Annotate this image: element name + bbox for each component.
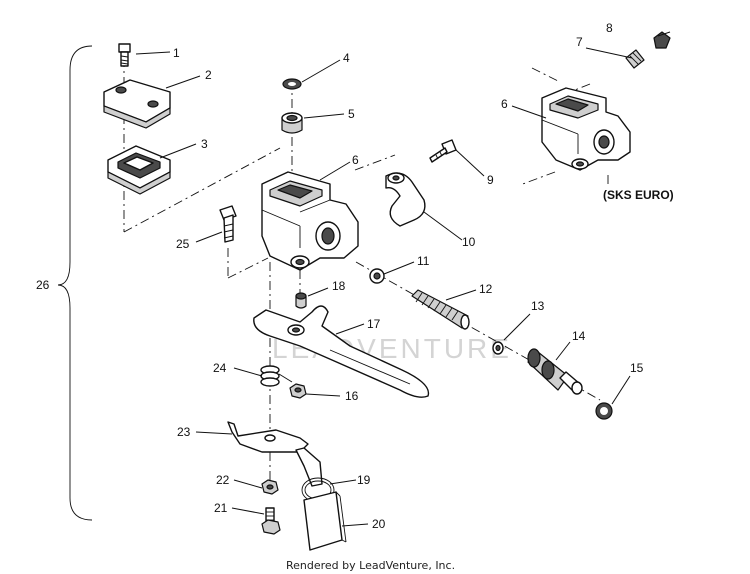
- part-4-o-ring: [282, 78, 302, 90]
- callout-4: 4: [343, 51, 350, 65]
- part-23-bracket: [227, 421, 323, 487]
- assembly-bracket: [57, 45, 93, 521]
- callout-21: 21: [214, 501, 228, 515]
- callout-8: 8: [606, 21, 613, 35]
- callout-11: 11: [417, 254, 430, 268]
- callout-25: 25: [176, 237, 190, 251]
- part-2-reservoir-cover: [103, 79, 171, 129]
- part-1-screw: [118, 43, 131, 67]
- part-6-master-cylinder: [261, 171, 359, 271]
- callout-5: 5: [348, 107, 355, 121]
- part-15-o-ring: [595, 402, 613, 420]
- part-17-brake-lever: [253, 305, 430, 398]
- part-21-screw: [261, 507, 281, 535]
- callout-24: 24: [213, 361, 227, 375]
- part-13-washer: [492, 341, 504, 355]
- part-5-bushing: [281, 112, 303, 134]
- part-11-washer: [369, 268, 385, 284]
- part-16-nut: [289, 383, 307, 399]
- callout-labels: 1 2 3 4 5 6 6 7 8 9 10 11 12 13 14 15 16…: [36, 21, 644, 531]
- callout-7: 7: [576, 35, 583, 49]
- callout-14: 14: [572, 329, 586, 343]
- callout-2: 2: [205, 68, 212, 82]
- part-22-nut: [261, 479, 279, 495]
- callout-18: 18: [332, 279, 346, 293]
- callout-26: 26: [36, 278, 50, 292]
- callout-16: 16: [345, 389, 359, 403]
- part-18-pivot-bushing: [295, 292, 307, 309]
- leader-lines: [135, 31, 671, 527]
- part-14-piston: [527, 348, 583, 395]
- callout-6-variant: 6: [501, 97, 508, 111]
- callout-6: 6: [352, 153, 359, 167]
- part-20-tag: [303, 491, 347, 551]
- callout-19: 19: [357, 473, 371, 487]
- callout-17: 17: [367, 317, 381, 331]
- callout-3: 3: [201, 137, 208, 151]
- part-9-clamp-bolt: [429, 139, 457, 163]
- callout-12: 12: [479, 282, 493, 296]
- callout-10: 10: [462, 235, 476, 249]
- part-25-bolt: [219, 205, 237, 243]
- callout-22: 22: [216, 473, 230, 487]
- callout-13: 13: [531, 299, 545, 313]
- part-10-clamp: [385, 172, 426, 227]
- part-12-boot: [411, 289, 470, 330]
- callout-9: 9: [487, 173, 494, 187]
- part-6-variant-master-cylinder: [541, 87, 631, 171]
- assembly-centerlines: [123, 58, 609, 480]
- part-3-diaphragm: [107, 145, 171, 195]
- part-7-fitting: [625, 49, 645, 69]
- callout-20: 20: [372, 517, 386, 531]
- callout-1: 1: [173, 46, 180, 60]
- callout-23: 23: [177, 425, 191, 439]
- footer-credit: Rendered by LeadVenture, Inc.: [286, 559, 455, 572]
- callout-15: 15: [630, 361, 644, 375]
- variant-label: (SKS EURO): [603, 188, 674, 202]
- part-24-spring: [260, 365, 293, 387]
